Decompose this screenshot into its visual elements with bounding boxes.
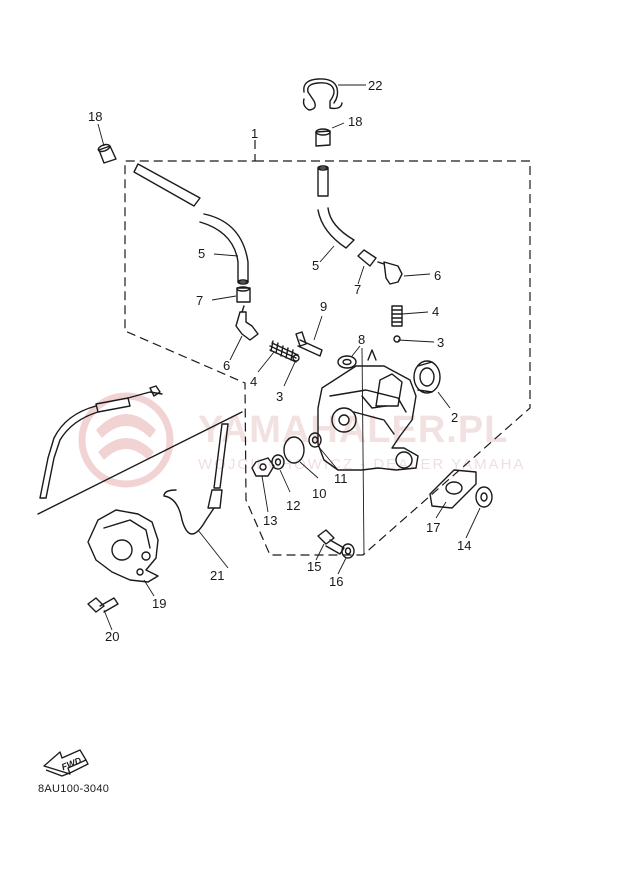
pump-cover-19-drawing	[87, 509, 159, 583]
clip-22-drawing	[302, 78, 343, 111]
callout-8: 8	[358, 332, 365, 347]
callout-3-left: 3	[276, 389, 283, 404]
callout-3-right: 3	[437, 335, 444, 350]
callout-5-right: 5	[312, 258, 319, 273]
bolt-15-drawing	[317, 529, 345, 555]
callout-numbers: 1 2 3 3 4 4 5 5 6 6 7 7 8 9 10 11 12 13 …	[88, 78, 471, 644]
washer-14-drawing	[475, 486, 493, 508]
gasket-17-drawing	[429, 469, 477, 509]
dealer-logo-emblem	[78, 392, 174, 488]
nut-13-drawing	[251, 457, 275, 477]
callout-12: 12	[286, 498, 300, 513]
callout-2: 2	[451, 410, 458, 425]
cap-18-right-drawing	[315, 128, 331, 147]
callout-4-left: 4	[250, 374, 257, 389]
callout-13: 13	[263, 513, 277, 528]
washer-11-drawing	[308, 432, 322, 448]
callout-18-left: 18	[88, 109, 102, 124]
spring-4-left-drawing	[269, 340, 299, 363]
bolt-20-drawing	[87, 597, 119, 613]
fitting-7-right-drawing	[357, 249, 377, 267]
elbow-6-left-drawing	[235, 305, 259, 341]
ball-3-right-drawing	[393, 335, 401, 343]
cable-21-drawing	[163, 423, 229, 535]
spring-4-right-drawing	[391, 305, 403, 327]
callout-20: 20	[105, 629, 119, 644]
hose-5-right-drawing	[317, 165, 355, 249]
callout-6-left: 6	[223, 358, 230, 373]
callout-9: 9	[320, 299, 327, 314]
elbow-6-right-drawing	[377, 261, 403, 285]
callout-14: 14	[457, 538, 471, 553]
callout-7-right: 7	[354, 282, 361, 297]
callout-7-left: 7	[196, 293, 203, 308]
oil-pump-body-drawing	[317, 349, 419, 471]
callout-18-right: 18	[348, 114, 362, 129]
callout-10: 10	[312, 486, 326, 501]
oil-seal-2-drawing	[413, 360, 441, 394]
screw-9-drawing	[295, 331, 323, 357]
cap-18-left-drawing	[97, 143, 117, 164]
dealer-watermark: YAMAHALER.PL WOJCIECHOWICZ - DEALER YAMA…	[78, 392, 523, 488]
fitting-7-left-drawing	[236, 286, 251, 303]
pump-cable-drawing	[39, 385, 163, 499]
washer-16-drawing	[341, 543, 355, 559]
callout-15: 15	[307, 559, 321, 574]
callout-16: 16	[329, 574, 343, 589]
callout-17: 17	[426, 520, 440, 535]
drawing-code: 8AU100-3040	[38, 783, 110, 795]
callout-4-right: 4	[432, 304, 439, 319]
callout-22: 22	[368, 78, 382, 93]
callout-19: 19	[152, 596, 166, 611]
assembly-boundary	[124, 140, 531, 556]
washer-12-drawing	[271, 454, 285, 470]
separator-line	[37, 411, 243, 515]
callout-5-left: 5	[198, 246, 205, 261]
callout-11: 11	[334, 471, 348, 486]
watermark-brand: YAMAHALER.PL	[198, 409, 508, 451]
callout-1: 1	[251, 126, 258, 141]
parts-line-art	[37, 78, 493, 613]
ball-3-left-drawing	[292, 354, 300, 362]
forward-arrow-icon: FWD	[43, 749, 89, 777]
washer-8-drawing	[337, 355, 357, 369]
hose-5-left-drawing	[133, 163, 249, 285]
callout-21: 21	[210, 568, 224, 583]
leader-lines	[97, 84, 481, 631]
callout-6-right: 6	[434, 268, 441, 283]
washer-10-drawing	[283, 436, 305, 464]
